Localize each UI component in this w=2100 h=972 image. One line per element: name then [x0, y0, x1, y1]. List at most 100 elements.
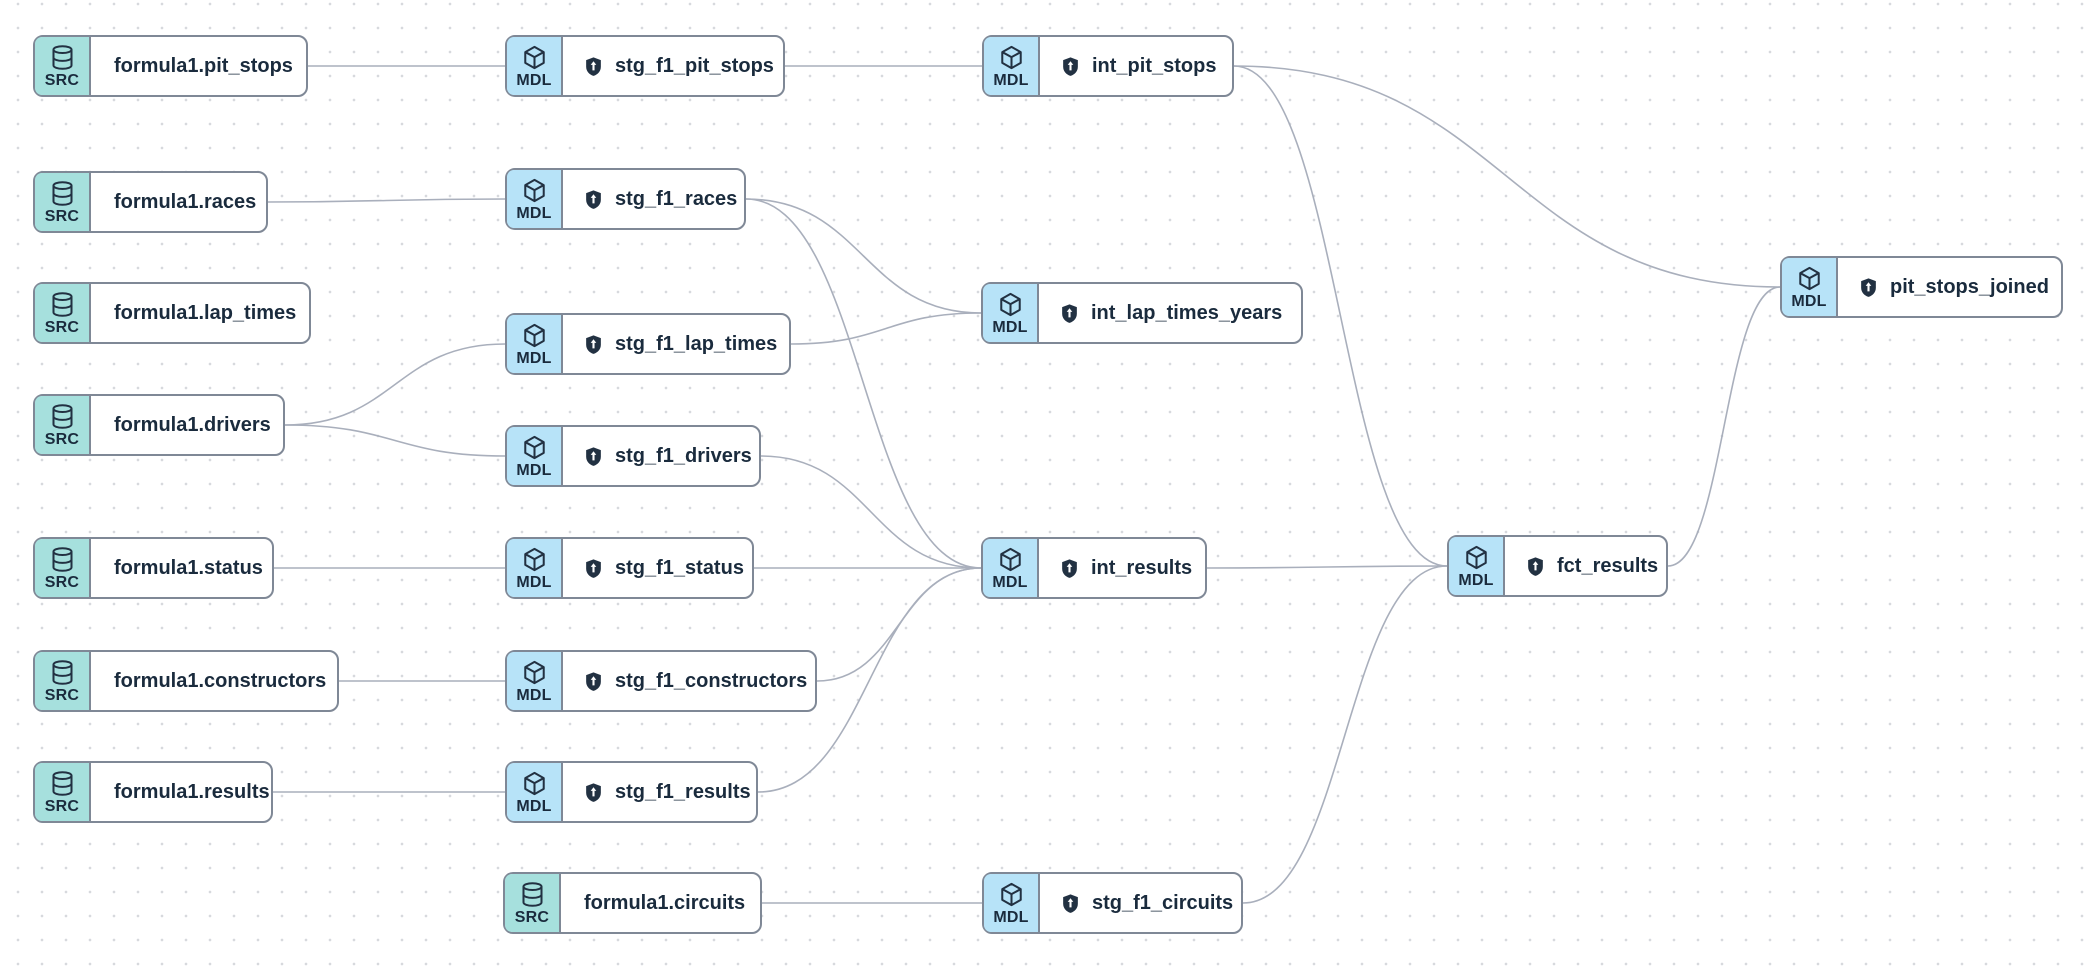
database-icon — [49, 770, 76, 797]
shield-arrow-icon — [1060, 893, 1081, 914]
node-type-badge: MDL — [507, 652, 563, 710]
node-label: int_results — [1091, 556, 1193, 579]
cube-icon — [521, 322, 548, 349]
node-stg_f1_results[interactable]: MDL stg_f1_results — [505, 761, 758, 823]
node-src_pit_stops[interactable]: SRC formula1.pit_stops — [33, 35, 308, 97]
edge-stg_f1_drivers-to-int_results — [760, 455, 982, 569]
node-stg_f1_lap_times[interactable]: MDL stg_f1_lap_times — [505, 313, 791, 375]
node-src_constructors[interactable]: SRC formula1.constructors — [33, 650, 339, 712]
node-type-label: MDL — [516, 686, 552, 704]
node-type-label: SRC — [44, 430, 80, 448]
node-body: stg_f1_status — [563, 539, 764, 597]
node-body: formula1.drivers — [91, 396, 291, 454]
node-body: stg_f1_lap_times — [563, 315, 797, 373]
node-type-badge: MDL — [1449, 537, 1505, 595]
node-stg_f1_circuits[interactable]: MDL stg_f1_circuits — [982, 872, 1243, 934]
shield-arrow-icon — [1060, 56, 1081, 77]
cube-icon — [997, 546, 1024, 573]
node-stg_f1_constructors[interactable]: MDL stg_f1_constructors — [505, 650, 817, 712]
node-label: fct_results — [1557, 554, 1659, 577]
node-int_pit_stops[interactable]: MDL int_pit_stops — [982, 35, 1234, 97]
node-src_drivers[interactable]: SRC formula1.drivers — [33, 394, 285, 456]
node-body: stg_f1_results — [563, 763, 771, 821]
node-type-badge: MDL — [983, 284, 1039, 342]
node-body: stg_f1_pit_stops — [563, 37, 794, 95]
node-int_lap_times_years[interactable]: MDL int_lap_times_years — [981, 282, 1303, 344]
node-type-label: MDL — [993, 908, 1029, 926]
node-stg_f1_status[interactable]: MDL stg_f1_status — [505, 537, 754, 599]
node-src_lap_times[interactable]: SRC formula1.lap_times — [33, 282, 311, 344]
shield-arrow-icon — [1059, 303, 1080, 324]
node-type-badge: SRC — [35, 539, 91, 597]
node-body: formula1.pit_stops — [91, 37, 313, 95]
shield-arrow-icon — [1525, 556, 1546, 577]
database-icon — [519, 881, 546, 908]
node-stg_f1_drivers[interactable]: MDL stg_f1_drivers — [505, 425, 761, 487]
node-stg_f1_races[interactable]: MDL stg_f1_races — [505, 168, 746, 230]
edge-stg_f1_results-to-int_results — [757, 567, 982, 793]
cube-icon — [521, 770, 548, 797]
node-type-badge: SRC — [35, 396, 91, 454]
node-label: stg_f1_results — [615, 780, 751, 803]
node-type-badge: SRC — [505, 874, 561, 932]
node-body: int_results — [1039, 539, 1212, 597]
edge-src_races-to-stg_f1_races — [267, 198, 506, 203]
node-label: stg_f1_races — [615, 187, 738, 210]
shield-arrow-icon — [583, 558, 604, 579]
node-type-label: MDL — [516, 204, 552, 222]
edge-fct_results-to-pit_stops_joined — [1667, 286, 1781, 567]
edge-int_pit_stops-to-fct_results — [1233, 65, 1448, 567]
database-icon — [49, 546, 76, 573]
node-type-badge: MDL — [507, 170, 563, 228]
node-label: formula1.constructors — [114, 669, 327, 692]
node-type-label: MDL — [516, 349, 552, 367]
node-label: formula1.results — [114, 780, 270, 803]
shield-arrow-icon — [583, 334, 604, 355]
node-stg_f1_pit_stops[interactable]: MDL stg_f1_pit_stops — [505, 35, 785, 97]
node-type-label: MDL — [1458, 571, 1494, 589]
cube-icon — [998, 881, 1025, 908]
node-body: int_pit_stops — [1040, 37, 1236, 95]
node-type-badge: MDL — [507, 315, 563, 373]
cube-icon — [521, 546, 548, 573]
node-type-label: SRC — [44, 71, 80, 89]
node-int_results[interactable]: MDL int_results — [981, 537, 1207, 599]
node-src_races[interactable]: SRC formula1.races — [33, 171, 268, 233]
node-type-label: SRC — [44, 686, 80, 704]
node-type-label: MDL — [992, 573, 1028, 591]
node-body: formula1.races — [91, 173, 276, 231]
node-type-badge: MDL — [507, 539, 563, 597]
node-body: formula1.constructors — [91, 652, 346, 710]
shield-arrow-icon — [583, 56, 604, 77]
node-src_status[interactable]: SRC formula1.status — [33, 537, 274, 599]
node-type-badge: MDL — [507, 427, 563, 485]
cube-icon — [1796, 265, 1823, 292]
node-type-badge: MDL — [984, 37, 1040, 95]
cube-icon — [1463, 544, 1490, 571]
shield-arrow-icon — [583, 446, 604, 467]
edge-stg_f1_lap_times-to-int_lap_times_years — [790, 312, 982, 345]
cube-icon — [997, 291, 1024, 318]
node-type-badge: MDL — [507, 37, 563, 95]
node-fct_results[interactable]: MDL fct_results — [1447, 535, 1668, 597]
node-src_circuits[interactable]: SRC formula1.circuits — [503, 872, 762, 934]
node-type-label: MDL — [1791, 292, 1827, 310]
cube-icon — [521, 659, 548, 686]
edge-int_pit_stops-to-pit_stops_joined — [1233, 65, 1781, 288]
node-type-label: MDL — [516, 573, 552, 591]
node-type-label: MDL — [516, 461, 552, 479]
database-icon — [49, 44, 76, 71]
node-pit_stops_joined[interactable]: MDL pit_stops_joined — [1780, 256, 2063, 318]
edge-src_drivers-to-stg_f1_drivers — [284, 424, 506, 457]
edge-stg_f1_races-to-int_lap_times_years — [745, 198, 982, 314]
node-label: stg_f1_drivers — [615, 444, 752, 467]
node-src_results[interactable]: SRC formula1.results — [33, 761, 273, 823]
node-type-badge: MDL — [984, 874, 1040, 932]
node-body: formula1.lap_times — [91, 284, 316, 342]
shield-arrow-icon — [1858, 277, 1879, 298]
node-body: int_lap_times_years — [1039, 284, 1302, 342]
database-icon — [49, 291, 76, 318]
node-body: fct_results — [1505, 537, 1678, 595]
